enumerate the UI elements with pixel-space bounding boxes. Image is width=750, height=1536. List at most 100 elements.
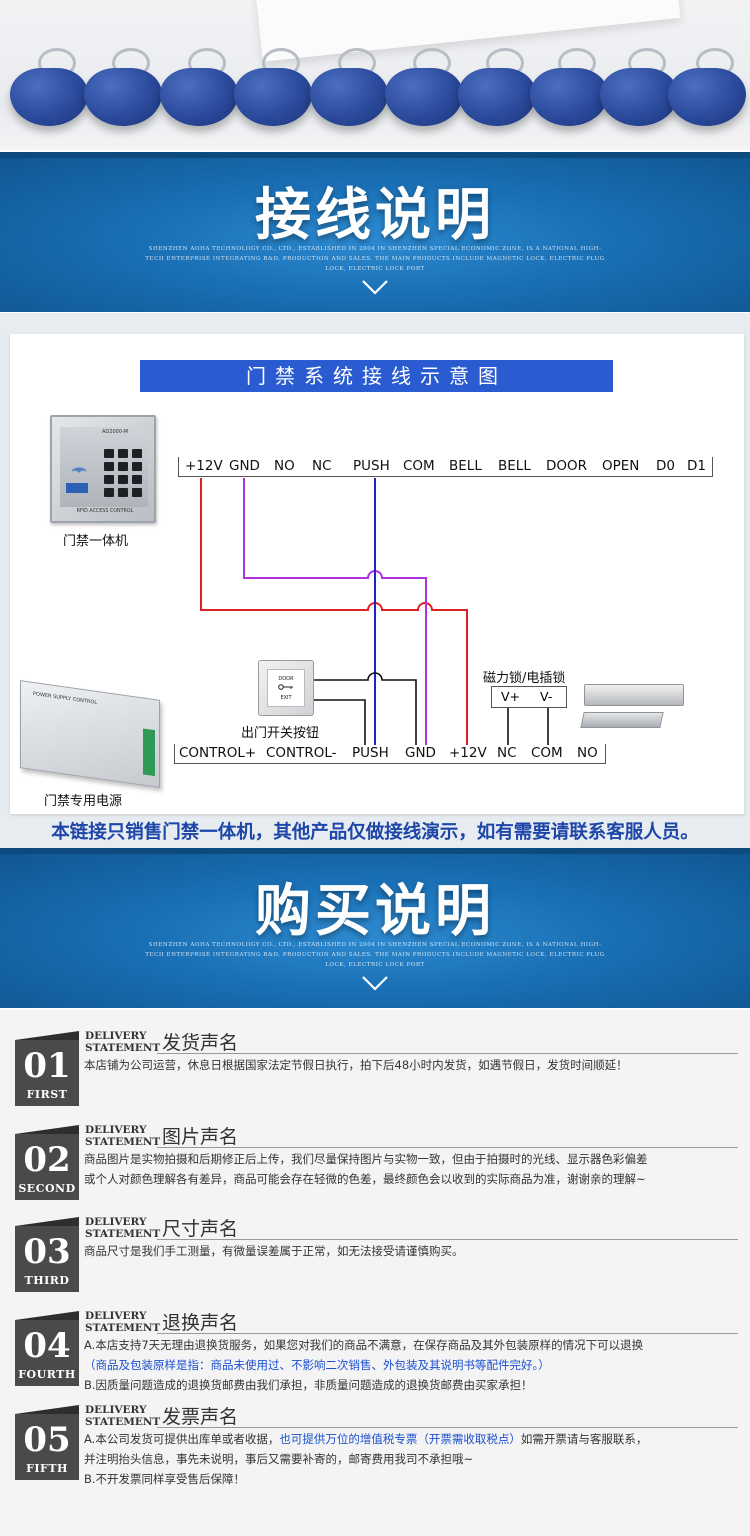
terminal-push: PUSH — [353, 458, 390, 474]
statement-highlight-text: （商品及包装原样是指：商品未使用过、不影响二次销售、外包装及其说明书等配件完好。… — [84, 1358, 550, 1372]
terminal-v-plus: V+ — [501, 689, 521, 704]
statement-ordinal: FIFTH — [26, 1462, 68, 1475]
diagram-title: 门禁系统接线示意图 — [140, 360, 613, 392]
keypad-key — [118, 488, 128, 497]
rfid-key-fob — [530, 68, 608, 126]
statement-en-2: STATEMENT — [85, 1136, 161, 1148]
terminal-nc: NC — [312, 458, 332, 474]
keypad-key — [104, 488, 114, 497]
statement-text-line: 商品图片是实物拍摄和后期修正后上传，我们尽量保持图片与实物一致，但由于拍摄时的光… — [84, 1149, 648, 1169]
statement-en-1: DELIVERY — [85, 1404, 147, 1416]
wiring-banner: 接线说明 SHENZHEN AOHA TECHNOLOGY CO., LTD.,… — [0, 152, 750, 312]
statement-highlight-text: 也可提供万位的增值税专票（开票需收取税点） — [279, 1432, 521, 1446]
keypad-key — [104, 449, 114, 458]
statement-en-1: DELIVERY — [85, 1124, 147, 1136]
keypad-key — [104, 475, 114, 484]
magnetic-lock-device — [584, 684, 684, 706]
wire-black-exit-push — [314, 699, 366, 745]
rfid-key-fob — [668, 68, 746, 126]
statement-ordinal: FIRST — [26, 1088, 68, 1101]
statement-en-2: STATEMENT — [85, 1322, 161, 1334]
terminal-d1: D1 — [687, 458, 706, 474]
power-supply-label: 门禁专用电源 — [44, 794, 123, 809]
statements-section — [0, 1010, 750, 1536]
rfid-key-fob — [600, 68, 678, 126]
statement-divider — [157, 1333, 738, 1334]
lock-terminal-box: V+ V- — [491, 686, 567, 708]
wiring-lines — [200, 478, 549, 745]
rfid-key-fob — [234, 68, 312, 126]
keypad-key — [118, 462, 128, 471]
keypad-door-bell-key — [66, 483, 88, 493]
keypad-terminal-strip: +12V GND NO NC PUSH COM BELL BELL DOOR O… — [178, 457, 713, 477]
statement-text: A.本公司发货可提供出库单或者收据， — [84, 1432, 280, 1446]
terminal-no: NO — [274, 458, 295, 474]
banner-subtitle: SHENZHEN AOHA TECHNOLOGY CO., LTD., ESTA… — [145, 246, 605, 272]
statement-text: 商品尺寸是我们手工测量，有微量误差属于正常，如无法接受请谨慎购买。 — [84, 1244, 464, 1258]
wire-purple-gnd — [243, 478, 427, 745]
sales-notice: 本链接只销售门禁一体机，其他产品仅做接线演示，如有需要请联系客服人员。 — [51, 822, 699, 843]
statement-title: 发票声名 — [162, 1406, 239, 1428]
statement-divider — [157, 1427, 738, 1428]
terminal-control-minus: CONTROL- — [266, 745, 337, 761]
statement-ordinal: FOURTH — [18, 1368, 76, 1381]
terminal-com-psu: COM — [531, 745, 563, 761]
terminal-v-minus: V- — [540, 689, 553, 704]
keypad-access-control-device: AD2000-M RFID ACCESS CONTROL — [50, 415, 156, 523]
statement-number: 04 — [23, 1326, 71, 1366]
statement-ordinal: SECOND — [18, 1182, 76, 1195]
wire-red-12v — [200, 478, 468, 745]
keypad-key — [132, 488, 142, 497]
terminal-12v-psu: +12V — [449, 745, 487, 761]
keypad-key — [132, 449, 142, 458]
rfid-key-fob — [385, 68, 463, 126]
terminal-d0: D0 — [656, 458, 675, 474]
keypad-label: 门禁一体机 — [63, 534, 129, 549]
terminal-gnd: GND — [229, 458, 260, 474]
statement-text: 或个人对颜色理解各有差异，商品可能会存在轻微的色差，最终颜色会以收到的实际商品为… — [84, 1172, 646, 1186]
statement-text: B.不开发票同样享受售后保障！ — [84, 1472, 246, 1486]
keypad-key — [132, 462, 142, 471]
exit-button-device: DOOR EXIT — [258, 660, 314, 716]
terminal-open: OPEN — [602, 458, 640, 474]
statement-divider — [157, 1147, 738, 1148]
banner-title: 接线说明 — [255, 183, 495, 248]
statement-text-line: A.本店支持7天无理由退换货服务，如果您对我们的商品不满意，在保存商品及其外包装… — [84, 1335, 643, 1355]
product-photo-key-fobs — [0, 0, 750, 150]
exit-text-door: DOOR — [278, 676, 294, 682]
terminal-nc-psu: NC — [497, 745, 517, 761]
terminal-bell-1: BELL — [449, 458, 482, 474]
terminal-door: DOOR — [546, 458, 588, 474]
statement-text: 如需开票请与客服联系， — [520, 1432, 648, 1446]
terminal-push-psu: PUSH — [352, 745, 389, 761]
terminal-gnd-psu: GND — [405, 745, 436, 761]
terminal-control-plus: CONTROL+ — [179, 745, 257, 761]
statement-title: 退换声名 — [162, 1312, 239, 1334]
keypad-key — [132, 475, 142, 484]
statement-en-2: STATEMENT — [85, 1416, 161, 1428]
banner-subtitle: SHENZHEN AOHA TECHNOLOGY CO., LTD., ESTA… — [145, 942, 605, 968]
terminal-12v: +12V — [185, 458, 223, 474]
statement-text-line: A.本公司发货可提供出库单或者收据，也可提供万位的增值税专票（开票需收取税点）如… — [84, 1429, 647, 1449]
terminal-com: COM — [403, 458, 435, 474]
statement-text: B.因质量问题造成的退换货邮费由我们承担，非质量问题造成的退换货邮费由买家承担！ — [84, 1378, 533, 1392]
statement-text-line: 本店铺为公司运营，休息日根据国家法定节假日执行，拍下后48小时内发货，如遇节假日… — [84, 1055, 628, 1075]
exit-button-face: DOOR EXIT — [267, 669, 305, 707]
purchase-banner: 购买说明 SHENZHEN AOHA TECHNOLOGY CO., LTD.,… — [0, 848, 750, 1008]
terminal-bell-2: BELL — [498, 458, 531, 474]
statement-en-2: STATEMENT — [85, 1042, 161, 1054]
statement-ordinal: THIRD — [24, 1274, 70, 1287]
statement-divider — [157, 1239, 738, 1240]
statement-number: 02 — [23, 1140, 71, 1180]
statement-en-1: DELIVERY — [85, 1030, 147, 1042]
banner-title: 购买说明 — [255, 879, 495, 944]
wire-black-exit-com — [314, 672, 417, 745]
statement-number: 03 — [23, 1232, 71, 1272]
chevron-down-icon — [362, 976, 388, 991]
